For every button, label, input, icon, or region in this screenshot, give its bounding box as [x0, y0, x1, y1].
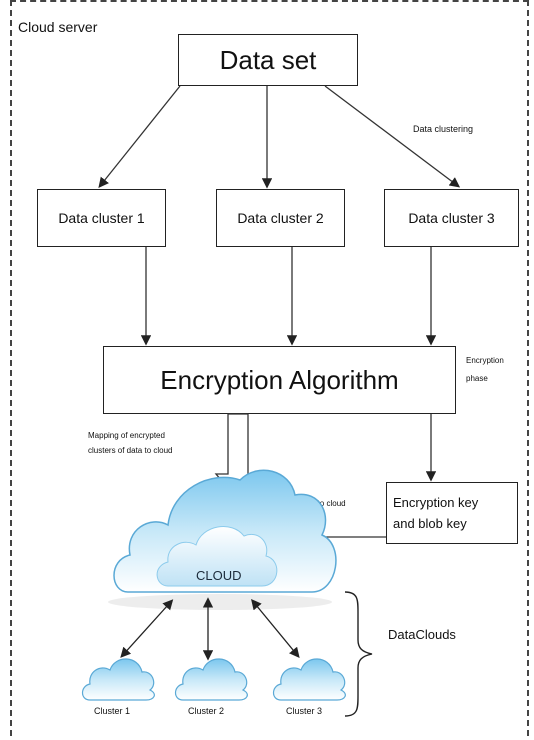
annotation-clustering: Data clustering — [413, 124, 474, 134]
small-cloud-label-3: Cluster 3 — [286, 706, 323, 716]
arrow-dataset-cluster1 — [98, 85, 181, 189]
key-box-line1: Encryption key — [393, 495, 479, 510]
cluster-label-3: Data cluster 3 — [408, 210, 495, 226]
cloud-server-frame — [10, 0, 529, 736]
small-cloud-icon-1 — [81, 658, 155, 701]
arrow-cloud-cluster3 — [251, 598, 300, 659]
cluster-box-2: Data cluster 2 — [216, 189, 345, 247]
frame-label: Cloud server — [18, 19, 98, 35]
annotation-mapping-line2: clusters of data to cloud — [88, 446, 173, 455]
key-box-line2: and blob key — [393, 516, 467, 531]
dataset-label: Data set — [219, 44, 317, 75]
annotation-phase-line1: Encryption — [466, 356, 504, 365]
small-cloud-icon-2 — [174, 658, 248, 701]
small-cloud-label-1: Cluster 1 — [94, 706, 131, 716]
cluster-label-2: Data cluster 2 — [237, 210, 324, 226]
main-cloud-icon — [108, 469, 337, 610]
cloud-label: CLOUD — [196, 568, 242, 583]
cluster-label-1: Data cluster 1 — [58, 210, 145, 226]
cluster-box-3: Data cluster 3 — [384, 189, 519, 247]
small-cloud-icon-3 — [272, 658, 346, 701]
encryption-algorithm-box: Encryption Algorithm — [103, 346, 456, 414]
cluster-box-1: Data cluster 1 — [37, 189, 166, 247]
small-cloud-label-2: Cluster 2 — [188, 706, 225, 716]
encryption-algorithm-label: Encryption Algorithm — [160, 364, 399, 395]
dataset-box: Data set — [178, 34, 358, 86]
encryption-key-box: Encryption key and blob key — [386, 482, 518, 544]
dataclouds-label: DataClouds — [388, 627, 456, 642]
arrow-dataset-cluster3 — [324, 85, 461, 188]
annotation-phase-line2: phase — [466, 374, 488, 383]
annotation-mapping-line1: Mapping of encrypted — [88, 431, 165, 440]
arrow-cloud-cluster1 — [120, 599, 174, 658]
dataclouds-brace — [344, 591, 373, 717]
